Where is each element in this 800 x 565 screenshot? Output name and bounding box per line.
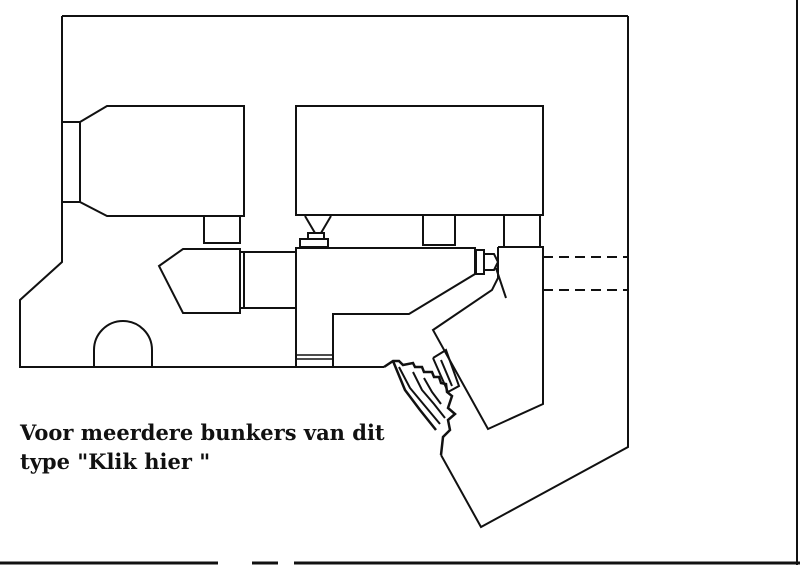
vent-fitting-top: [307, 232, 325, 240]
embrasure-gun: [440, 359, 453, 387]
left-room: [79, 105, 245, 217]
right-room: [295, 105, 544, 216]
embrasure-steps: [383, 359, 457, 456]
west-passage: [243, 251, 297, 309]
connector: [503, 214, 541, 248]
arched-doorway: [93, 320, 153, 367]
border-notch: [218, 558, 252, 565]
embrasure-steps: [423, 377, 442, 405]
east-wing-inner: [495, 267, 507, 299]
caption-line-1: Voor meerdere bunkers van dit: [20, 420, 385, 445]
caption: Voor meerdere bunkers van dit type "Klik…: [20, 418, 385, 476]
embrasure-steps: [391, 360, 437, 431]
outer-wall: [19, 16, 384, 368]
gun-mount: [475, 249, 485, 275]
embrasure-steps: [398, 366, 441, 425]
central-corridor: [295, 247, 476, 368]
east-wing: [431, 246, 544, 431]
embrasure-steps: [412, 371, 446, 419]
vent-fitting: [304, 215, 332, 234]
click-here-link[interactable]: "Klik hier ": [77, 449, 211, 474]
border-notch: [278, 558, 294, 565]
embrasure-gun: [432, 348, 461, 394]
left-room-entrance: [62, 121, 81, 203]
caption-line-2-prefix: type: [20, 449, 78, 474]
connector: [203, 215, 241, 244]
west-gun-position: [157, 248, 241, 314]
vent-fitting-base: [299, 238, 329, 248]
outer-wall-right: [440, 16, 629, 529]
gun-mount-bracket: [484, 253, 500, 271]
connector: [422, 214, 456, 246]
